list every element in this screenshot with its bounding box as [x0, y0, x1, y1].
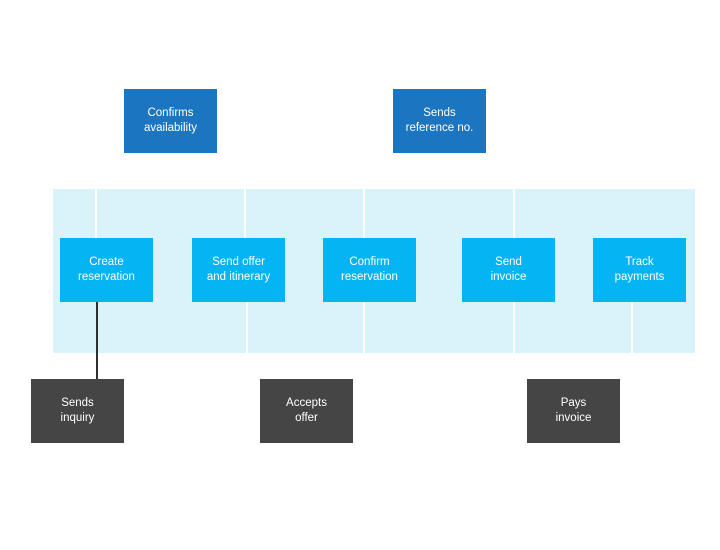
- step-track-payments: Track payments: [593, 238, 686, 302]
- step-pays-invoice: Pays invoice: [527, 379, 620, 443]
- lane-divider: [95, 189, 97, 238]
- step-send-offer-and-itinerary: Send offer and itinerary: [192, 238, 285, 302]
- step-create-reservation: Create reservation: [60, 238, 153, 302]
- connector-line: [96, 301, 98, 379]
- lane-divider: [631, 301, 633, 353]
- step-sends-reference-no: Sends reference no.: [393, 89, 486, 153]
- step-confirm-reservation: Confirm reservation: [323, 238, 416, 302]
- step-confirms-availability: Confirms availability: [124, 89, 217, 153]
- step-accepts-offer: Accepts offer: [260, 379, 353, 443]
- lane-divider: [244, 189, 246, 238]
- step-sends-inquiry: Sends inquiry: [31, 379, 124, 443]
- step-send-invoice: Send invoice: [462, 238, 555, 302]
- lane-divider: [246, 301, 248, 353]
